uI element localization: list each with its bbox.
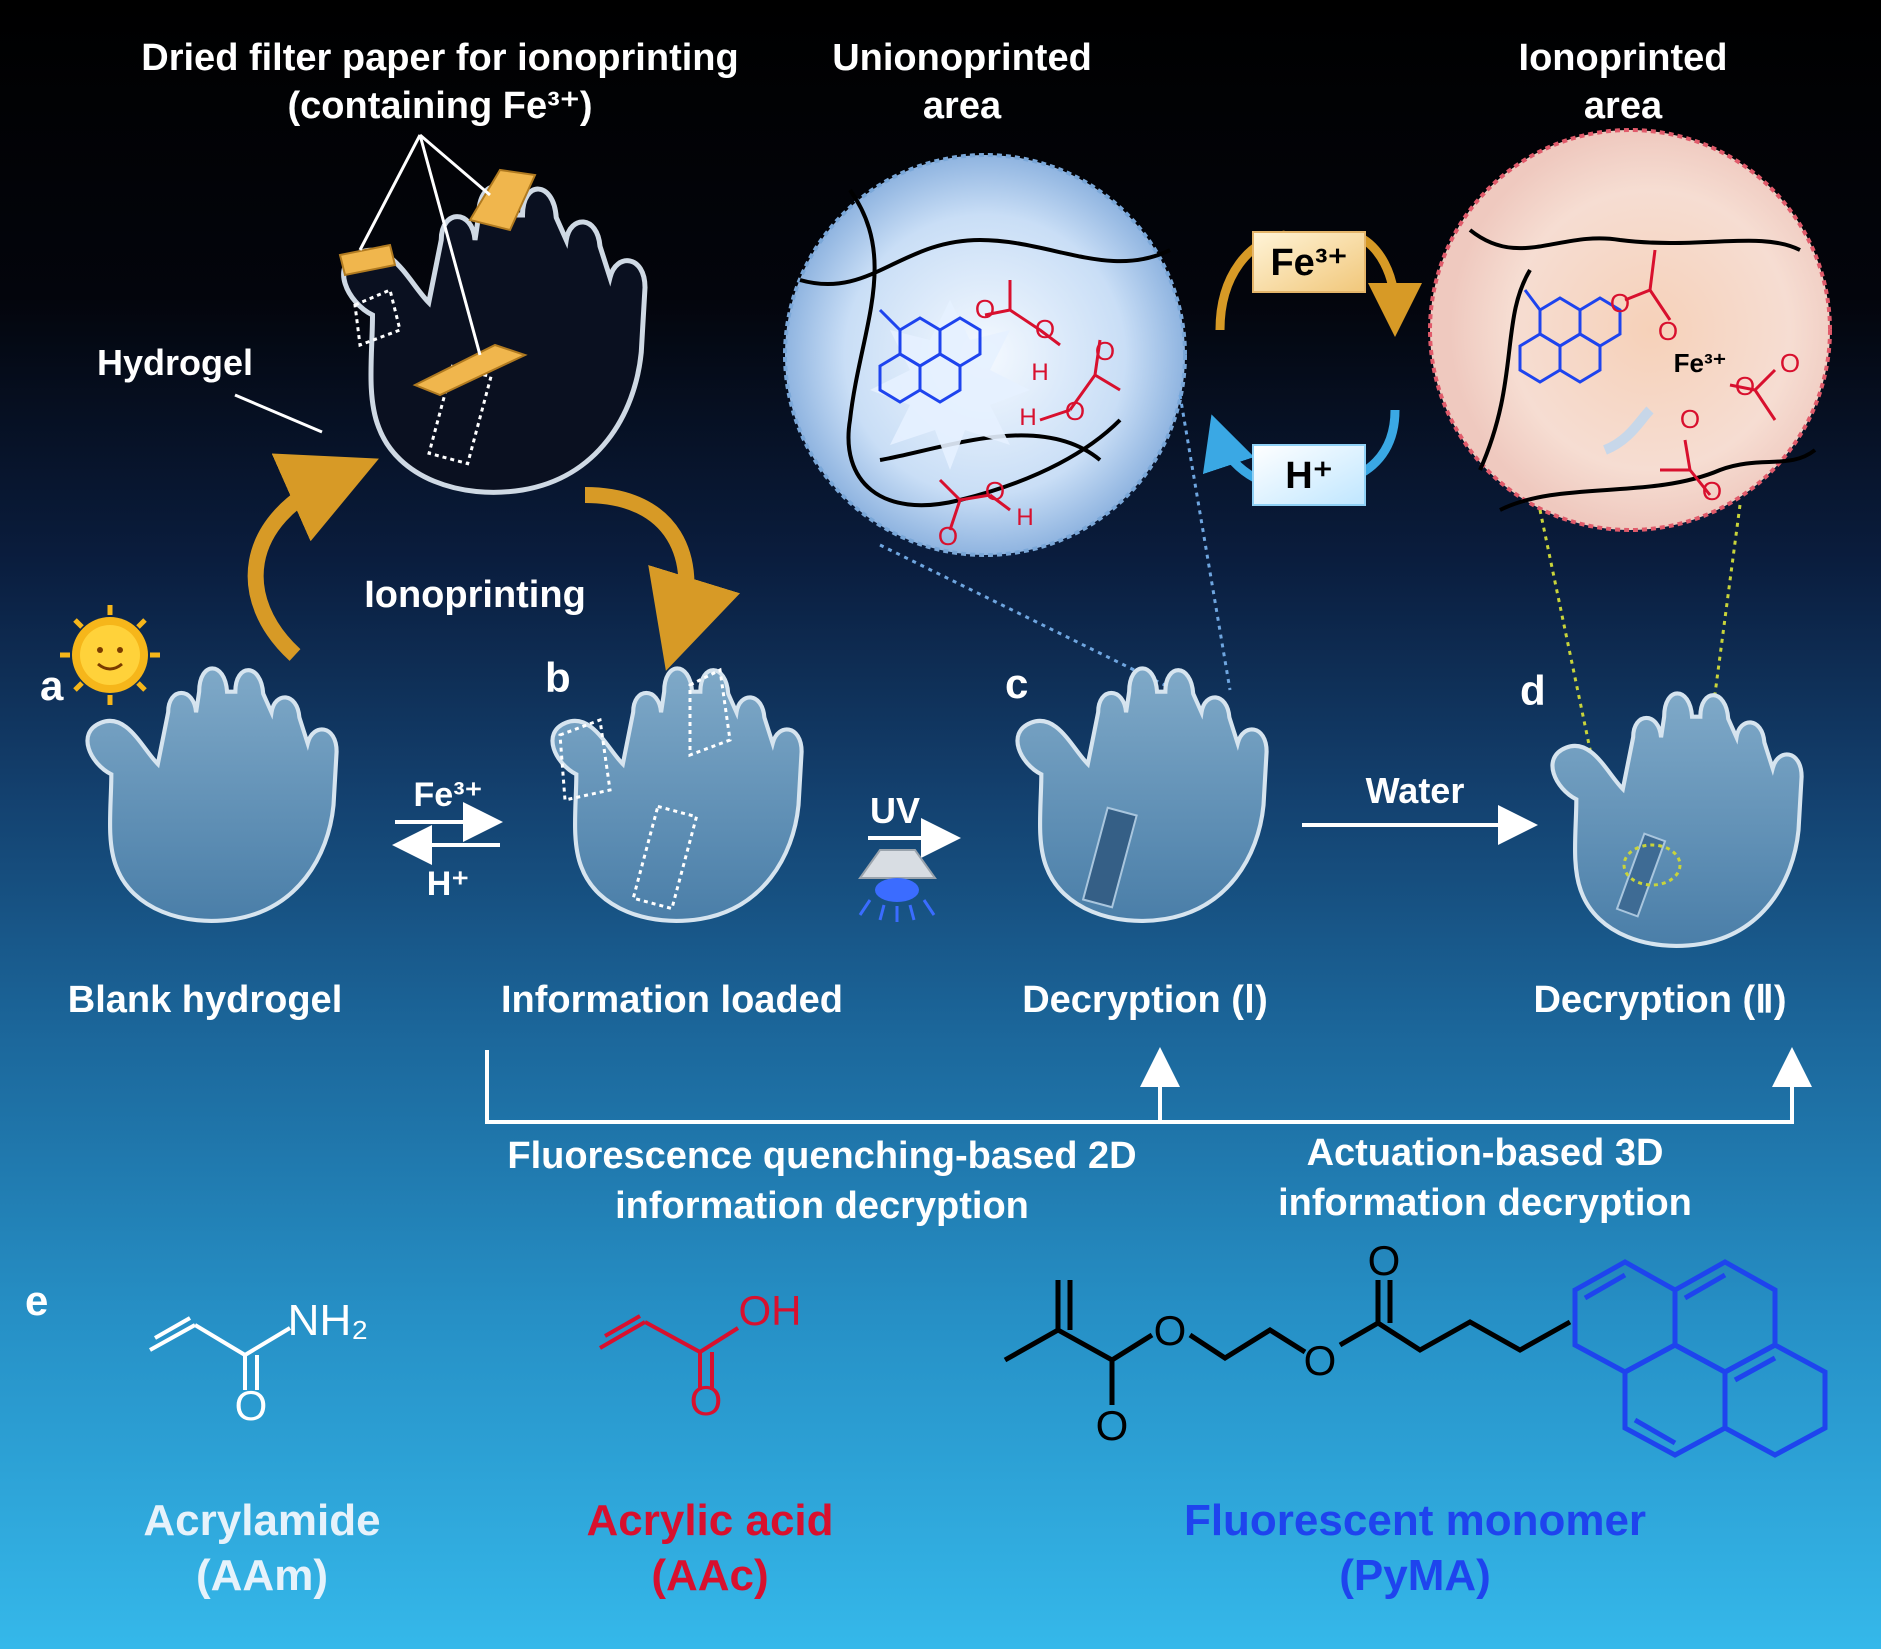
pyrene-pyma — [1572, 1259, 1828, 1458]
bracket-left-text: Fluorescence quenching-based 2D — [507, 1135, 1136, 1177]
svg-text:H⁺: H⁺ — [1285, 455, 1333, 497]
aac-name: Acrylic acid — [586, 1496, 833, 1545]
pyrene-right — [1518, 289, 1622, 384]
molecule-acrylic-acid — [598, 1314, 740, 1390]
pyrene-left — [878, 308, 982, 404]
pyma-o1: O — [1096, 1402, 1129, 1449]
unionoprinted-zoom-circle: O O H O O H O O H — [783, 153, 1187, 557]
gold-curve-arrow-up — [247, 453, 379, 661]
pyma-o3: O — [1304, 1337, 1337, 1384]
aac-oh: OH — [739, 1287, 802, 1334]
water-label: Water — [1366, 770, 1465, 811]
pyma-o4: O — [1368, 1237, 1401, 1284]
pyma-o2: O — [1154, 1307, 1187, 1354]
panel-label-d: d — [1520, 667, 1546, 714]
top-hand-hydrogel — [234, 133, 645, 492]
svg-text:O: O — [1065, 396, 1085, 426]
svg-text:O: O — [1610, 288, 1630, 318]
aam-abbr: (AAm) — [196, 1551, 328, 1600]
gold-curve-arrow-down — [584, 487, 740, 671]
svg-text:O: O — [1095, 336, 1115, 366]
panel-label-c: c — [1005, 660, 1028, 707]
filter-paper-2 — [468, 168, 537, 232]
panel-label-b: b — [545, 654, 571, 701]
fe-box — [1252, 231, 1366, 293]
equilibrium-arrows — [392, 802, 503, 865]
aac-abbr: (AAc) — [651, 1551, 768, 1600]
bracket-right-text: Actuation-based 3D — [1307, 1132, 1664, 1174]
sun-icon — [60, 605, 160, 705]
caption-loaded: Information loaded — [501, 979, 843, 1021]
ionoprinting-label: Ionoprinting — [364, 574, 586, 616]
molecule-pyma — [1003, 1280, 1572, 1405]
hand-decryption-2 — [1552, 693, 1801, 946]
caption-decrypt1: Decryption (Ⅰ) — [1022, 979, 1268, 1021]
svg-text:O: O — [1658, 316, 1678, 346]
ionoprinted-zoom-circle: O O Fe³⁺ O O O O — [1428, 128, 1832, 532]
caption-decrypt2: Decryption (Ⅱ) — [1533, 979, 1786, 1021]
svg-text:Fe³⁺: Fe³⁺ — [1270, 242, 1347, 284]
unionoprinted-label: Unionoprinted — [832, 37, 1092, 79]
aam-o: O — [235, 1382, 268, 1429]
svg-text:O: O — [975, 294, 995, 324]
svg-text:O: O — [1680, 404, 1700, 434]
filter-paper-label-2: (containing Fe³⁺) — [287, 85, 592, 127]
hand-decryption-1 — [1017, 668, 1266, 921]
uv-lamp-icon — [858, 849, 937, 922]
carboxyl-groups-right — [1624, 249, 1777, 496]
bracket-right-text-2: information decryption — [1278, 1182, 1692, 1224]
hand-blank — [87, 668, 336, 921]
svg-text:O: O — [1780, 348, 1800, 378]
svg-text:O: O — [1035, 314, 1055, 344]
fe-center-label: Fe³⁺ — [1674, 348, 1727, 378]
arrow-h-label: H⁺ — [427, 865, 470, 903]
fe-h-cycle: Fe³⁺ H⁺ — [1202, 230, 1422, 506]
filter-paper-label: Dried filter paper for ionoprinting — [141, 37, 738, 79]
bracket-left-text-2: information decryption — [615, 1185, 1029, 1227]
filter-paper-1 — [338, 243, 397, 277]
svg-text:H: H — [1031, 359, 1048, 386]
aam-nh2: NH₂ — [288, 1296, 369, 1345]
uv-label: UV — [870, 790, 920, 831]
aac-o: O — [690, 1377, 723, 1424]
caption-blank: Blank hydrogel — [68, 979, 343, 1021]
filter-paper-3 — [412, 343, 528, 397]
pyma-abbr: (PyMA) — [1339, 1551, 1491, 1600]
svg-text:O: O — [1702, 476, 1722, 506]
decryption-bracket — [485, 1047, 1812, 1124]
ionoprinted-label: Ionoprinted — [1519, 37, 1728, 79]
h-box — [1252, 444, 1366, 506]
svg-text:H: H — [1019, 404, 1036, 431]
svg-text:O: O — [985, 476, 1005, 506]
ionoprinted-label-2: area — [1584, 85, 1663, 127]
panel-label-a: a — [40, 662, 64, 709]
svg-text:O: O — [938, 521, 958, 551]
hand-loaded — [552, 668, 801, 921]
panel-label-e: e — [25, 1277, 48, 1324]
carboxyl-groups-left — [938, 280, 1121, 531]
hydrogel-label: Hydrogel — [97, 342, 253, 383]
svg-text:H: H — [1016, 504, 1033, 531]
unionoprinted-label-2: area — [923, 85, 1002, 127]
pyma-name: Fluorescent monomer — [1184, 1496, 1646, 1545]
arrow-fe-label: Fe³⁺ — [414, 776, 483, 814]
aam-name: Acrylamide — [143, 1496, 380, 1545]
svg-text:O: O — [1735, 371, 1755, 401]
molecule-acrylamide — [149, 1316, 292, 1390]
